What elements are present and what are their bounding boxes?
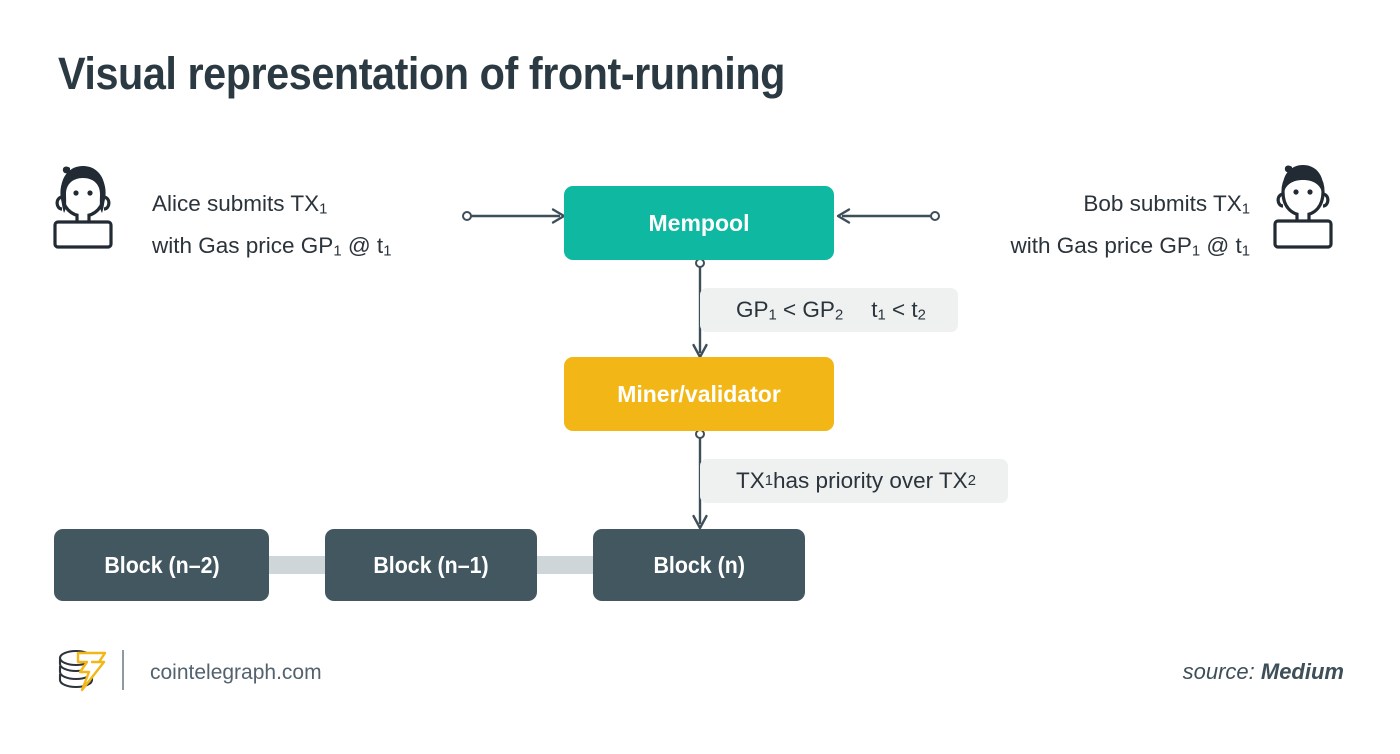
connector-bob-to-mempool bbox=[836, 208, 940, 224]
female-user-avatar-icon bbox=[52, 162, 114, 250]
cointelegraph-logo-icon bbox=[56, 647, 108, 698]
block-label: Block (n–2) bbox=[103, 551, 220, 578]
gas-compare-right: t1 < t2 bbox=[871, 296, 926, 324]
page-title: Visual representation of front-running bbox=[58, 48, 786, 99]
footer-source-name: Medium bbox=[1260, 659, 1344, 684]
block-connector-bar bbox=[534, 556, 596, 574]
actor-left-caption: Alice submits TX1 with Gas price GP1 @ t… bbox=[152, 186, 391, 269]
block-label: Block (n) bbox=[653, 551, 745, 578]
gas-compare-left: GP1 < GP2 bbox=[736, 296, 844, 324]
actor-left-line-2: with Gas price GP1 @ t1 bbox=[152, 232, 392, 260]
male-user-avatar-icon bbox=[1272, 162, 1334, 250]
actor-right-line-1: Bob submits TX1 bbox=[1083, 191, 1250, 218]
footer-divider bbox=[122, 650, 124, 690]
block-n[interactable]: Block (n) bbox=[593, 529, 805, 601]
node-mempool[interactable]: Mempool bbox=[564, 186, 834, 260]
block-n-minus-2[interactable]: Block (n–2) bbox=[54, 529, 269, 601]
node-mempool-label: Mempool bbox=[648, 209, 750, 236]
actor-right-line-2: with Gas price GP1 @ t1 bbox=[1010, 232, 1250, 260]
block-connector-bar bbox=[266, 556, 328, 574]
actor-right-caption: Bob submits TX1 with Gas price GP1 @ t1 bbox=[1011, 186, 1250, 269]
footer-source-prefix: source: bbox=[1182, 659, 1261, 684]
block-n-minus-1[interactable]: Block (n–1) bbox=[325, 529, 537, 601]
node-miner-validator[interactable]: Miner/validator bbox=[564, 357, 834, 431]
node-miner-label: Miner/validator bbox=[617, 380, 781, 407]
actor-left-line-1: Alice submits TX1 bbox=[152, 191, 328, 218]
footer-site-label: cointelegraph.com bbox=[150, 661, 322, 684]
footer-source-label: source: Medium bbox=[1183, 659, 1344, 685]
block-label: Block (n–1) bbox=[373, 551, 489, 578]
connector-alice-to-mempool bbox=[462, 208, 566, 224]
edge-label-gas-price: GP1 < GP2 t1 < t2 bbox=[700, 288, 958, 332]
